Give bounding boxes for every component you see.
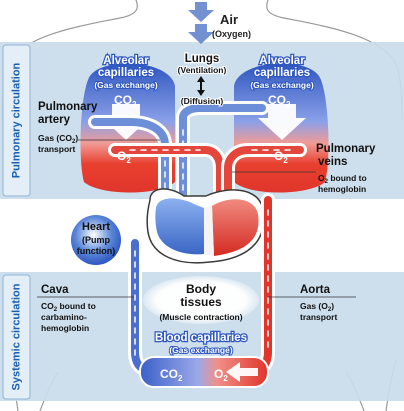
air-label: Air — [220, 12, 238, 27]
svg-text:CO2: CO2 — [268, 93, 291, 109]
pump-label-2: function) — [77, 246, 116, 256]
body-tissues-bubble — [143, 276, 259, 324]
blood-gas-exchange-label: (Gas exchange) — [169, 345, 232, 355]
svg-text:(Gas exchange): (Gas exchange) — [94, 80, 157, 90]
pv-bound-2: hemoglobin — [318, 184, 366, 194]
pulmonary-veins-label-1: Pulmonary — [316, 143, 376, 155]
pulmonary-artery-label-1: Pulmonary — [38, 101, 98, 113]
svg-text:Alveolar: Alveolar — [103, 55, 149, 67]
pv-bound: O2 bound to — [318, 173, 367, 185]
body-tissues-label-2: tissues — [180, 295, 222, 309]
aorta-transport-2: transport — [300, 312, 337, 322]
o2-left: O2 — [117, 149, 131, 165]
svg-text:O2: O2 — [117, 149, 131, 165]
flow-arrow-icon — [226, 362, 258, 382]
co2-left: CO2 — [114, 93, 137, 109]
pulmonary-band — [0, 42, 404, 199]
pulmonary-artery-label-2: artery — [38, 114, 71, 126]
cava-bound-3: hemoglobin — [41, 323, 89, 333]
pulmonary-circulation-label: Pulmonary circulation — [10, 62, 22, 178]
heart — [146, 188, 265, 264]
muscle-label: (Muscle contraction) — [159, 312, 242, 322]
down-arrow-icon — [188, 2, 214, 22]
diffusion-label: (Diffusion) — [181, 96, 224, 106]
pa-transport-2: transport — [38, 144, 75, 154]
aorta-transport: Gas (O2) — [300, 301, 334, 313]
heart-bubble — [71, 215, 121, 265]
capillary-bed — [139, 356, 269, 388]
cava-bound: CO2 bound to — [41, 301, 96, 313]
cava-bound-2: carbamino- — [41, 312, 87, 322]
oxygen-label: (Oxygen) — [212, 29, 251, 39]
co2-right: CO2 — [268, 93, 291, 109]
pulmonary-vein-vessels — [108, 143, 307, 239]
down-arrow-icon — [188, 24, 214, 44]
air-down-arrows — [188, 2, 214, 44]
leader-lines — [37, 139, 356, 298]
pulmonary-sidebar — [2, 44, 31, 197]
alveolar-right-label: Alveolar capillaries (Gas exchange) — [249, 54, 314, 91]
svg-text:CO2: CO2 — [160, 367, 183, 383]
svg-text:O2: O2 — [214, 367, 228, 383]
pump-label-1: (Pump — [82, 235, 111, 245]
svg-text:capillaries: capillaries — [98, 67, 154, 79]
heart-label: Heart — [82, 221, 110, 233]
alveolar-left-label: Alveolar capillaries (Gas exchange) — [93, 54, 158, 91]
svg-text:Alveolar: Alveolar — [259, 55, 305, 67]
systemic-circulation-label: Systemic circulation — [10, 283, 22, 390]
svg-text:O2: O2 — [274, 149, 288, 165]
aorta-label: Aorta — [300, 284, 331, 296]
blood-capillaries-label: Blood capillaries — [155, 332, 247, 344]
svg-text:(Gas exchange): (Gas exchange) — [250, 80, 313, 90]
systemic-sidebar — [2, 274, 31, 400]
o2-bed: O2 — [214, 367, 228, 383]
ventilation-label: (Ventilation) — [178, 65, 227, 75]
double-arrow-icon — [197, 76, 205, 96]
cava-label: Cava — [41, 284, 69, 296]
pa-transport: Gas (CO2) — [38, 133, 78, 145]
pulmonary-veins-label-2: veins — [318, 156, 347, 168]
o2-right: O2 — [274, 149, 288, 165]
body-tissues-label-1: Body — [186, 282, 216, 296]
svg-text:capillaries: capillaries — [254, 67, 310, 79]
down-arrow-icon — [258, 104, 306, 140]
co2-bed: CO2 — [160, 367, 183, 383]
svg-text:CO2: CO2 — [114, 93, 137, 109]
central-airway-arrow — [197, 76, 205, 96]
lungs-label: Lungs — [185, 53, 220, 65]
